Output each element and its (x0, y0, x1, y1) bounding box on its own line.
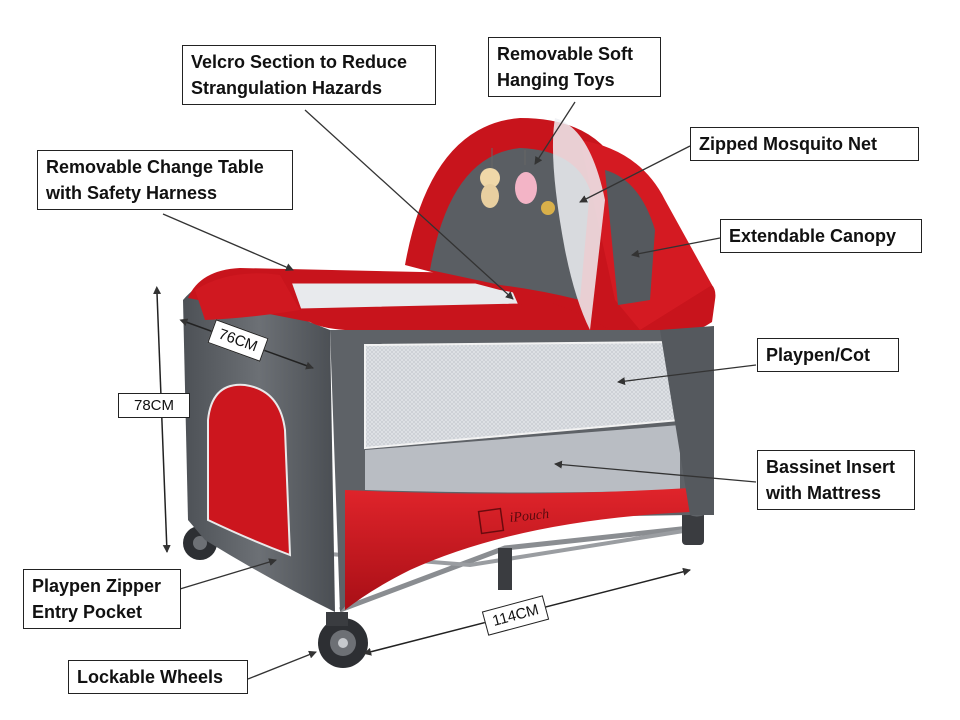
callout-bassinet-line2: with Mattress (766, 483, 882, 503)
callout-zipper-pocket-line2: Entry Pocket (32, 602, 143, 622)
front-skirt (345, 488, 690, 610)
callout-velcro-line1: Velcro Section to Reduce (191, 52, 408, 72)
callout-mosquito-net: Zipped Mosquito Net (690, 127, 919, 161)
dimension-height (153, 286, 171, 553)
callout-change-table-line2: with Safety Harness (46, 183, 218, 203)
callout-hanging-toys: Removable Soft Hanging Toys (488, 37, 661, 97)
leader-toys (534, 101, 576, 165)
callout-lockable-wheels: Lockable Wheels (68, 660, 248, 694)
callout-canopy-line1: Extendable Canopy (729, 226, 897, 246)
leader-zipper-pocket (169, 558, 277, 593)
callout-bassinet: Bassinet Insert with Mattress (757, 450, 915, 510)
mesh-window-lower (365, 425, 680, 493)
leader-wheels (247, 650, 317, 680)
callout-change-table-line1: Removable Change Table (46, 157, 264, 177)
change-table (195, 273, 300, 320)
callout-velcro-line2: Strangulation Hazards (191, 78, 383, 98)
leader-bassinet (554, 460, 757, 483)
callout-change-table: Removable Change Table with Safety Harne… (37, 150, 293, 210)
leader-playpen (617, 364, 757, 386)
brand-logo: iPouch (477, 507, 550, 535)
callout-mosquito-net-line1: Zipped Mosquito Net (699, 134, 877, 154)
dimension-label-height: 78CM (118, 393, 190, 418)
callout-zipper-pocket-line1: Playpen Zipper (32, 576, 162, 596)
bassinet-top (287, 280, 523, 312)
leader-mosquito-net (579, 145, 691, 203)
callout-playpen: Playpen/Cot (757, 338, 899, 372)
leader-lines (162, 101, 757, 680)
right-post (660, 326, 714, 515)
leader-canopy (631, 237, 721, 258)
leader-velcro (304, 109, 514, 300)
brand-logo-text: iPouch (509, 507, 550, 526)
callout-canopy: Extendable Canopy (720, 219, 922, 253)
wheel-front-left (318, 612, 368, 668)
side-zipper-pocket (207, 383, 292, 557)
mosquito-net (552, 118, 605, 330)
callout-zipper-pocket: Playpen Zipper Entry Pocket (23, 569, 181, 629)
callout-toys-line2: Hanging Toys (497, 70, 615, 90)
callout-playpen-line1: Playpen/Cot (766, 345, 871, 365)
callout-toys-line1: Removable Soft (497, 44, 634, 64)
hanging-toys (480, 148, 555, 215)
callout-velcro-section: Velcro Section to Reduce Strangulation H… (182, 45, 436, 105)
callout-wheels-line1: Lockable Wheels (77, 667, 224, 687)
callout-bassinet-line1: Bassinet Insert (766, 457, 896, 477)
leader-change-table (162, 213, 294, 271)
